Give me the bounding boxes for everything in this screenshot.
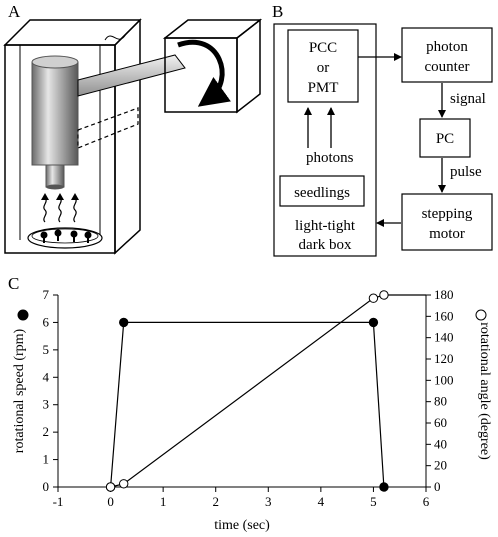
or-label: or <box>317 60 330 76</box>
dark-box-label-1: light-tight <box>295 218 356 234</box>
right-y-tick-label: 80 <box>434 394 447 409</box>
left-y-tick-label: 4 <box>43 369 50 384</box>
photon-counter-label-2: counter <box>425 59 470 75</box>
speed-data-point <box>368 317 379 328</box>
rotation-arrow <box>177 39 231 107</box>
series-1-line <box>110 321 385 488</box>
panel-b-label: B <box>272 2 284 21</box>
right-y-tick-label: 60 <box>434 415 447 430</box>
x-axis-title: time (sec) <box>214 518 270 533</box>
angle-data-point <box>368 293 379 303</box>
left-axis-legend-marker <box>17 309 29 321</box>
photon-squiggles <box>43 197 77 223</box>
panel-c-label: C <box>8 274 20 293</box>
petri-dish <box>27 227 103 249</box>
stepping-motor-label-2: motor <box>429 226 465 242</box>
dark-box-frame <box>273 23 377 257</box>
left-y-tick-label: 0 <box>43 479 50 494</box>
left-y-tick-label: 3 <box>43 397 50 412</box>
right-y-tick-label: 100 <box>434 372 454 387</box>
stepping-motor-label-1: stepping <box>422 206 473 222</box>
panel-a-label: A <box>8 2 21 21</box>
right-y-tick-label: 120 <box>434 351 454 366</box>
pc-label: PC <box>436 131 454 147</box>
signal-label: signal <box>450 91 486 107</box>
right-y-tick-label: 180 <box>434 287 454 302</box>
x-tick-label: 4 <box>318 494 325 509</box>
speed-data-point <box>379 482 389 492</box>
pmt-label: PMT <box>308 80 339 96</box>
right-y-tick-label: 0 <box>434 479 441 494</box>
right-y-axis-title: rotational angle (degree) <box>477 322 492 460</box>
right-y-tick-label: 140 <box>434 330 454 345</box>
dark-box-label-2: dark box <box>299 237 352 253</box>
left-y-tick-label: 1 <box>43 452 50 467</box>
angle-data-point <box>105 482 116 492</box>
angle-data-point <box>119 479 129 489</box>
left-y-tick-label: 5 <box>43 342 50 357</box>
pcc-label: PCC <box>309 40 337 56</box>
apparatus-illustration <box>3 18 262 255</box>
left-y-tick-label: 7 <box>43 287 50 302</box>
stepping-motor-box <box>162 18 262 114</box>
x-tick-label: 0 <box>107 494 114 509</box>
right-y-tick-label: 160 <box>434 308 454 323</box>
left-y-tick-label: 6 <box>43 314 50 329</box>
speed-data-point <box>119 317 129 328</box>
x-tick-label: 2 <box>212 494 219 509</box>
camera-cylinder <box>31 55 79 190</box>
series-2-line <box>110 294 426 488</box>
left-y-tick-label: 2 <box>43 424 50 439</box>
x-tick-label: 1 <box>160 494 167 509</box>
right-y-tick-label: 40 <box>434 436 447 451</box>
pc-box <box>419 118 471 158</box>
seedlings-box <box>279 175 365 207</box>
pulse-label: pulse <box>450 164 482 180</box>
x-tick-label: 6 <box>423 494 430 509</box>
x-tick-label: 5 <box>370 494 377 509</box>
right-y-tick-label: 20 <box>434 458 447 473</box>
x-tick-label: -1 <box>53 494 64 509</box>
seedlings-label: seedlings <box>294 185 350 201</box>
photons-label: photons <box>306 150 354 166</box>
left-y-axis-title: rotational speed (rpm) <box>12 328 27 453</box>
pcc-pmt-box <box>287 29 359 103</box>
x-tick-label: 3 <box>265 494 272 509</box>
dark-box <box>3 18 142 255</box>
block-diagram: PCC or PMT photons seedlings light-tight… <box>273 23 493 257</box>
photon-counter-box <box>401 27 493 83</box>
photon-counter-label-1: photon <box>426 39 468 55</box>
angle-data-point <box>379 290 389 300</box>
stepping-motor-box <box>401 193 493 251</box>
right-axis-legend-marker <box>475 309 487 321</box>
